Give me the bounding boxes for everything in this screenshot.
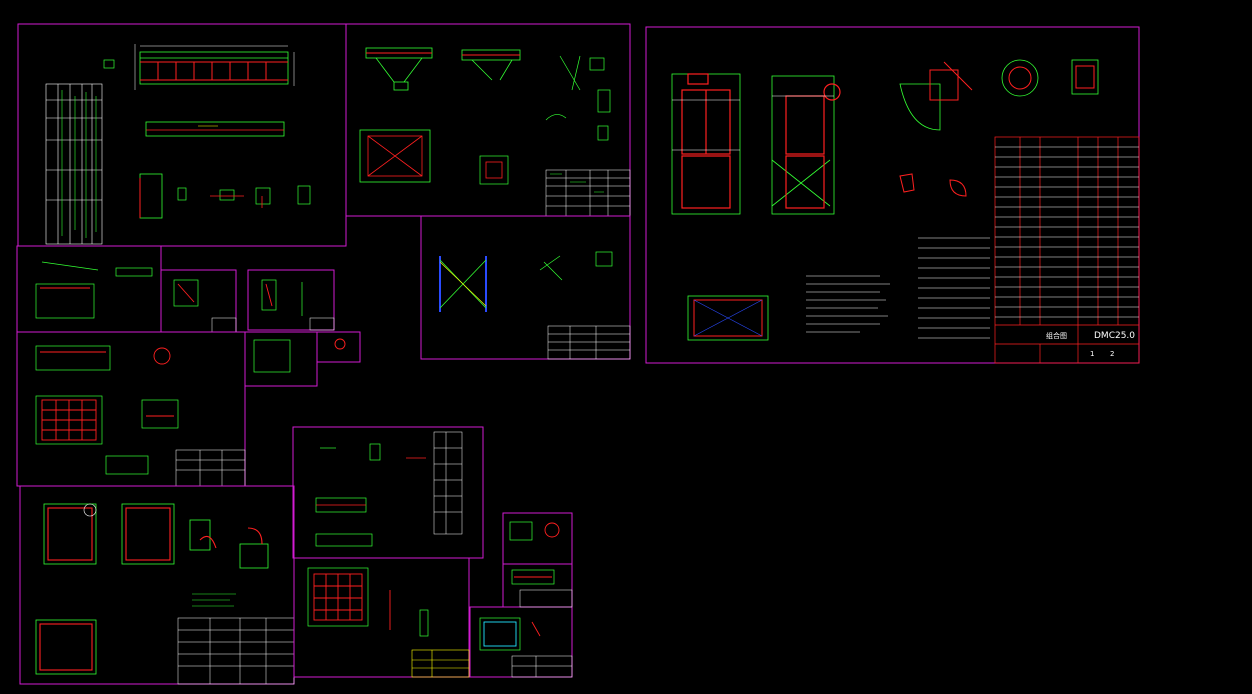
sheet-small-row [16,245,335,333]
sheet-top-middle [345,23,631,217]
main-title-code: DMC25.0 [1094,331,1135,341]
main-scale-a: 1 [1090,350,1094,358]
main-title-name: 组合图 [1046,331,1067,340]
sheet-center-bottom [292,426,484,559]
sheet-left-grid [16,331,361,487]
sheet-top-left [17,23,347,247]
sheet-main-assembly: 组合图 DMC25.0 1 2 [645,26,1140,364]
sheet-bottom-grid [293,557,470,678]
main-scale-b: 2 [1110,350,1114,358]
sheet-right-small [469,512,573,678]
sheet-cross-brace [420,215,631,360]
sheet-bottom-left [19,485,295,685]
